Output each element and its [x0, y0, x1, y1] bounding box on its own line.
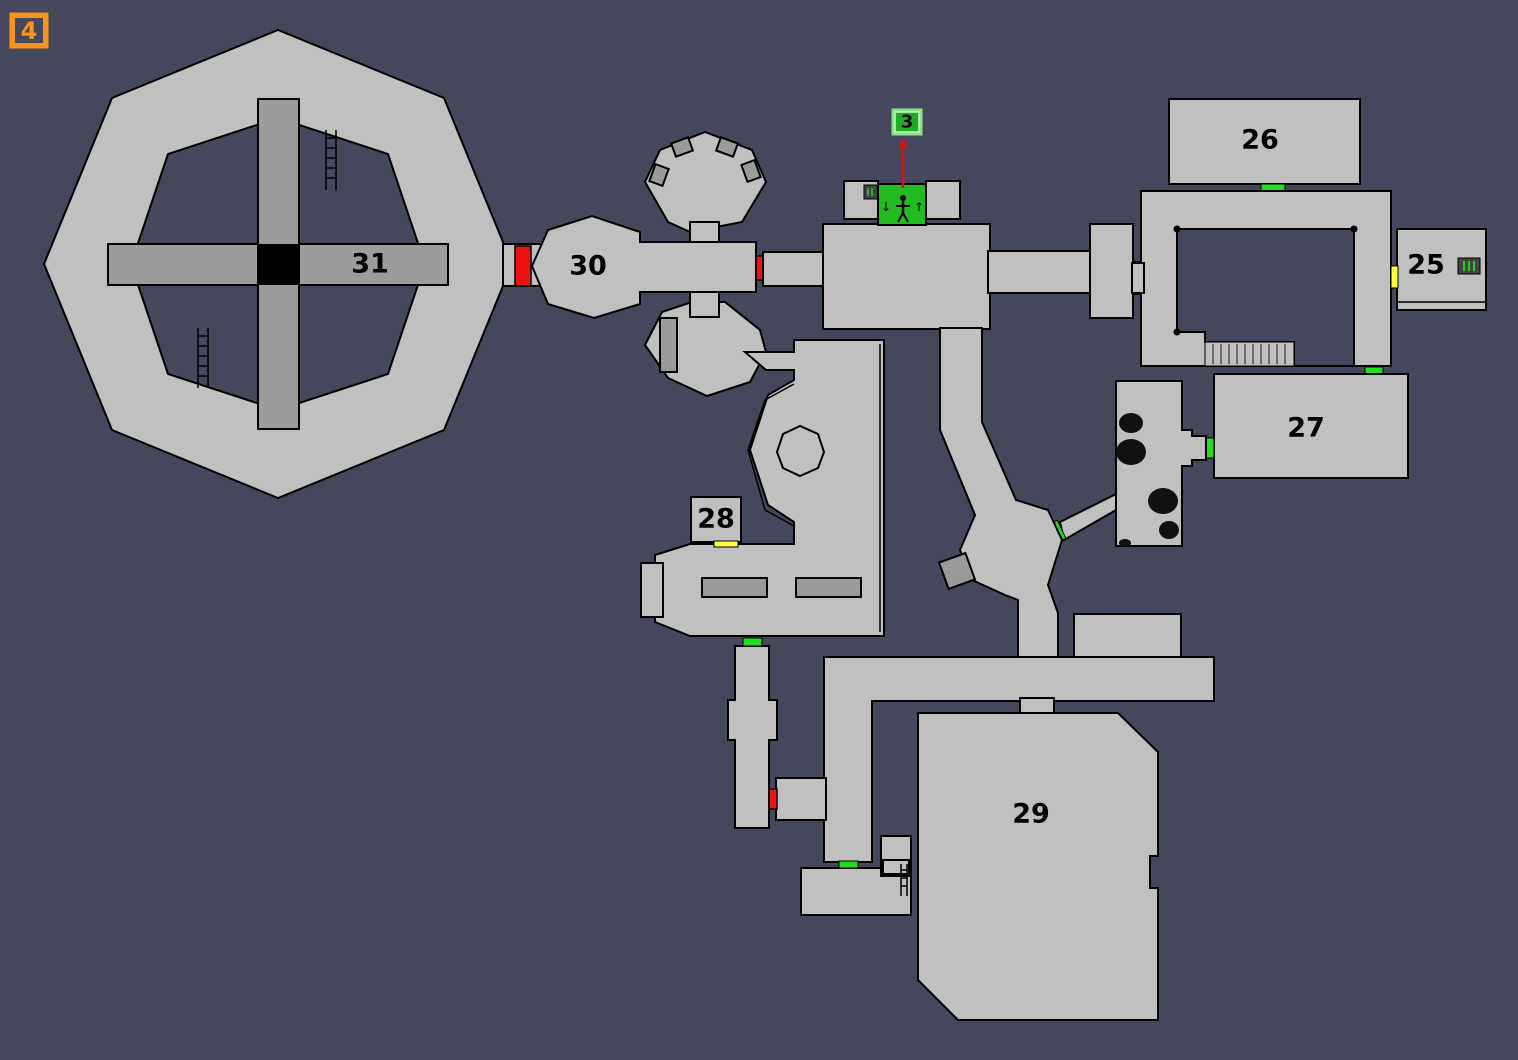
room-28[interactable]: 28 — [690, 496, 742, 543]
key-door[interactable] — [1390, 265, 1399, 289]
ladder-icon — [197, 328, 209, 388]
locked-door[interactable] — [514, 245, 532, 287]
corridor-north-south — [727, 645, 778, 829]
south-corridor[interactable] — [937, 327, 1064, 661]
room-26[interactable]: 26 — [1168, 98, 1361, 185]
room-29[interactable]: 29 — [917, 712, 1159, 1021]
terminal-icon[interactable] — [1457, 257, 1481, 275]
ladder-icon — [900, 864, 908, 896]
room-25-label: 25 — [1407, 250, 1445, 281]
central-hub[interactable]: ↓ ↑ — [822, 138, 1144, 330]
open-door[interactable] — [1205, 437, 1215, 459]
terminal-icon[interactable] — [863, 184, 879, 200]
room-27-label: 27 — [1287, 413, 1325, 444]
corridor-30-hub — [762, 251, 826, 287]
room-28-label: 28 — [697, 504, 735, 535]
level-badge-icon[interactable]: 4 — [9, 12, 49, 49]
ladder-icon — [325, 130, 337, 190]
corridor-cave — [1058, 492, 1117, 542]
cave-room[interactable] — [1115, 380, 1207, 547]
junction-corridor[interactable] — [823, 613, 1215, 863]
corridor-west — [775, 777, 827, 821]
loop-corridor[interactable] — [1140, 190, 1392, 367]
room-31[interactable]: 31 — [42, 28, 514, 500]
room-30[interactable]: 30 — [530, 130, 768, 398]
room-26-label: 26 — [1241, 125, 1279, 156]
room-27[interactable]: 27 — [1213, 373, 1409, 479]
room-31-label: 31 — [351, 249, 389, 280]
stairs-icon — [1204, 341, 1295, 367]
elevator-icon[interactable]: ↓ ↑ — [877, 183, 927, 226]
level-number: 4 — [21, 17, 38, 45]
open-door[interactable] — [838, 860, 859, 869]
room-30-label: 30 — [569, 251, 607, 282]
room-28-complex[interactable] — [640, 339, 885, 637]
open-door[interactable] — [1364, 366, 1384, 375]
crate — [937, 551, 977, 591]
exit-badge-icon[interactable]: 3 — [891, 108, 923, 136]
room-29-label: 29 — [1012, 799, 1050, 830]
exit-level-number: 3 — [901, 112, 914, 133]
storage-corridor[interactable] — [800, 835, 912, 916]
open-door[interactable] — [1260, 183, 1286, 192]
svg-text:↑: ↑ — [914, 200, 924, 214]
open-door[interactable] — [742, 637, 763, 647]
svg-text:↓: ↓ — [881, 200, 891, 214]
key-door[interactable] — [713, 540, 739, 548]
room-25[interactable]: 25 — [1396, 228, 1487, 311]
locked-door[interactable] — [768, 788, 778, 810]
